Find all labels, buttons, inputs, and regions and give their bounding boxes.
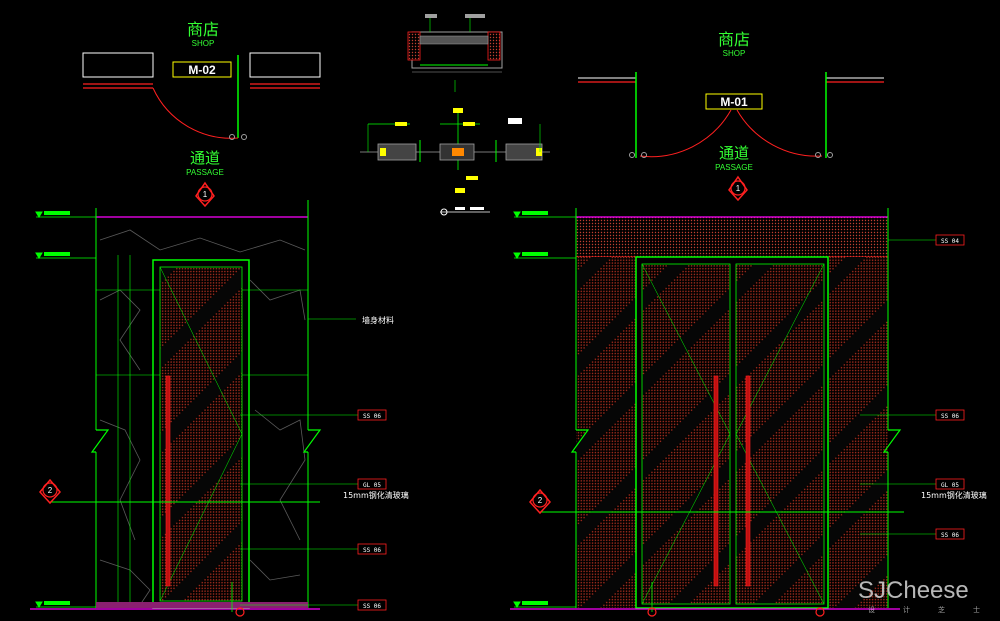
right-door-swing-left xyxy=(639,109,732,158)
left-plan-room-top-en: SHOP xyxy=(192,39,215,48)
left-code-3: SS 06 xyxy=(363,547,381,554)
right-plan-section-marker: 1 xyxy=(728,175,748,202)
svg-text:设: 设 xyxy=(868,605,875,614)
right-plan-room-top: 商店 xyxy=(718,30,750,49)
right-door-tag: M-01 xyxy=(720,95,748,109)
right-code-1: SS 04 xyxy=(941,238,959,245)
center-detail-top xyxy=(407,14,503,92)
left-plan-room-top: 商店 xyxy=(187,20,219,39)
left-plan-room-bottom-en: PASSAGE xyxy=(186,168,224,177)
svg-text:1: 1 xyxy=(203,190,208,199)
right-plan-room-bottom: 通道 xyxy=(719,144,749,162)
right-door-handle-right xyxy=(745,375,751,587)
right-code-4: SS 06 xyxy=(941,532,959,539)
right-plan-room-bottom-en: PASSAGE xyxy=(715,163,753,172)
left-code-4: SS 06 xyxy=(363,603,381,610)
right-elevation: 2 SS 04 SS 06 GL 05 15mm钢化清玻璃 SS 06 xyxy=(510,208,987,617)
svg-text:2: 2 xyxy=(48,486,53,495)
svg-text:计: 计 xyxy=(903,605,910,614)
right-door-leaf-right xyxy=(735,263,825,605)
right-plan-room-top-en: SHOP xyxy=(723,49,746,58)
left-plan-wall-left xyxy=(82,52,154,78)
left-plan-room-bottom: 通道 xyxy=(190,149,220,167)
svg-text:2: 2 xyxy=(538,496,543,505)
left-code-1: SS 06 xyxy=(363,413,381,420)
right-code-2: SS 06 xyxy=(941,413,959,420)
svg-text:芝: 芝 xyxy=(938,605,945,614)
watermark-brand: SJCheese xyxy=(858,577,969,604)
right-door-handle-left xyxy=(713,375,719,587)
right-elevation-section-marker: 2 xyxy=(529,488,551,515)
left-wall-note: 墙身材料 xyxy=(362,315,394,325)
left-plan-section-marker: 1 xyxy=(195,181,215,208)
right-level-markers xyxy=(513,211,576,608)
svg-text:士: 士 xyxy=(973,605,980,614)
right-door-swing-right xyxy=(736,109,823,157)
right-plan: 商店 SHOP M-01 通道 PASSAGE 1 xyxy=(578,30,884,202)
right-header-band xyxy=(576,217,888,257)
left-door-tag: M-02 xyxy=(188,63,216,77)
left-elevation: 2 墙身材料 SS 06 GL 05 15mm钢化清玻璃 SS 06 SS 06 xyxy=(30,200,409,617)
left-glass-note: 15mm钢化清玻璃 xyxy=(343,490,409,500)
watermark: SJCheese 设 计 芝 士 xyxy=(858,577,980,614)
svg-text:1: 1 xyxy=(736,184,741,193)
left-door-tag-box xyxy=(172,61,232,78)
center-detail-middle xyxy=(360,108,550,216)
left-door-swing xyxy=(152,87,239,139)
left-door-handle xyxy=(165,375,171,587)
left-elevation-section-marker: 2 xyxy=(39,478,61,505)
right-door-tag-box xyxy=(705,93,763,110)
left-plan-wall-right xyxy=(249,52,321,78)
left-code-2: GL 05 xyxy=(363,482,381,489)
right-door-frame xyxy=(635,256,829,609)
left-plan: 商店 SHOP M-02 通道 PASSAGE 1 xyxy=(82,20,321,208)
right-glass-note: 15mm钢化清玻璃 xyxy=(921,490,987,500)
right-code-3: GL 05 xyxy=(941,482,959,489)
left-stone-veins xyxy=(99,229,306,606)
left-level-markers xyxy=(35,211,96,608)
left-door-glass xyxy=(159,266,243,602)
